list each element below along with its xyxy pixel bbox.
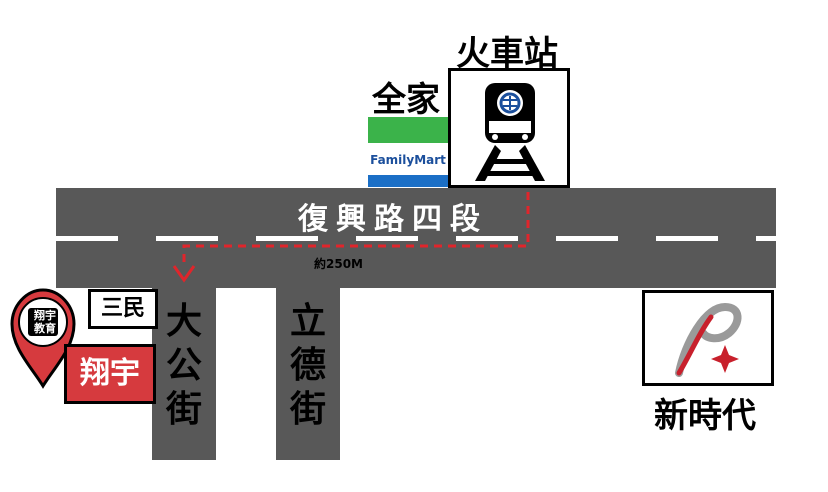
pin-logo-text-2: 教育 [34,322,56,335]
lane-dash [656,236,718,241]
familymart-blue-bar [368,175,448,187]
pin-logo-text-1: 翔宇 [34,309,56,322]
station-label: 火車站 [456,34,558,74]
street-lide-text: 立德街 [289,301,326,430]
street-dagong-road [152,288,216,460]
route-distance: 約250M [314,257,363,271]
lane-dash [556,236,618,241]
lane-dash [56,236,118,241]
street-lide-label: 立德街 [286,300,330,432]
train-icon [475,83,545,181]
familymart-logo-text: FamilyMart [370,153,446,167]
street-lide-road [276,288,340,460]
lane-dash [256,236,318,241]
new-era-logo-icon [675,302,742,377]
familymart-green-bar [368,117,448,143]
route-arrow-icon [172,265,196,283]
familymart-label: 全家 [372,80,440,120]
xiangyu-badge: 翔宇 [64,344,156,404]
sanmin-label: 三民 [88,289,158,329]
lane-dash [356,236,418,241]
lane-dash [156,236,218,241]
lane-dash [456,236,518,241]
new-era-label: 新時代 [654,396,756,436]
street-dagong-label: 大公街 [162,300,206,432]
new-era-box [642,290,774,386]
familymart-logo: FamilyMart [368,117,448,187]
station-box [448,68,570,188]
lane-dash [756,236,776,241]
main-road-label: 復興路四段 [298,202,488,237]
pin-logo-text: 翔宇 教育 [30,309,60,335]
street-dagong-text: 大公街 [165,301,202,430]
